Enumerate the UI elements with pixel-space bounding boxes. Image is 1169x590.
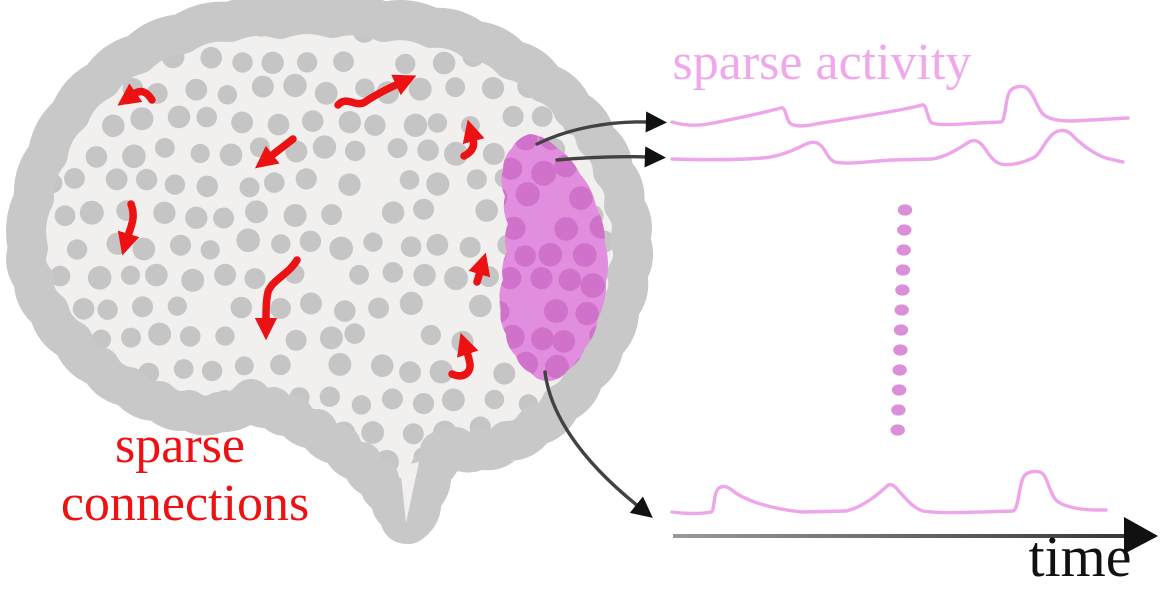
connection-arrow-short-up-icon (468, 252, 491, 286)
connection-arrow-wavy-upright-icon (334, 74, 417, 109)
sparse-connection-arrows (117, 74, 491, 380)
connection-arrow-hook-left-icon (117, 83, 156, 106)
recording-arrow-3 (543, 370, 653, 518)
brain-cortex-outline (6, 0, 654, 545)
brain-stem-notch (400, 462, 419, 523)
activity-trace-2 (670, 128, 1125, 167)
connection-arrow-curve-down-icon (117, 200, 140, 256)
recording-arrow-2 (555, 146, 666, 168)
traces-ellipsis-dots (890, 204, 913, 436)
connection-arrow-zigzag-up-icon (460, 119, 485, 160)
recording-arrows (535, 111, 667, 518)
activity-trace-3 (670, 469, 1108, 516)
activity-trace-1 (670, 84, 1130, 128)
time-axis-arrowhead-icon (1124, 517, 1158, 554)
sparse-activity-label: sparse activity (673, 34, 972, 91)
recording-arrow-1 (535, 111, 667, 146)
sparse-connections-label-line1: sparse (115, 417, 245, 474)
connection-arrow-curl-up-icon (448, 332, 479, 380)
sparse-connections-label-line2: connections (61, 475, 309, 532)
connection-arrow-elbow-down-icon (254, 256, 301, 341)
activity-traces (670, 84, 1130, 516)
connection-arrow-downleft-icon (254, 135, 297, 169)
time-axis-label: time (1028, 524, 1131, 589)
